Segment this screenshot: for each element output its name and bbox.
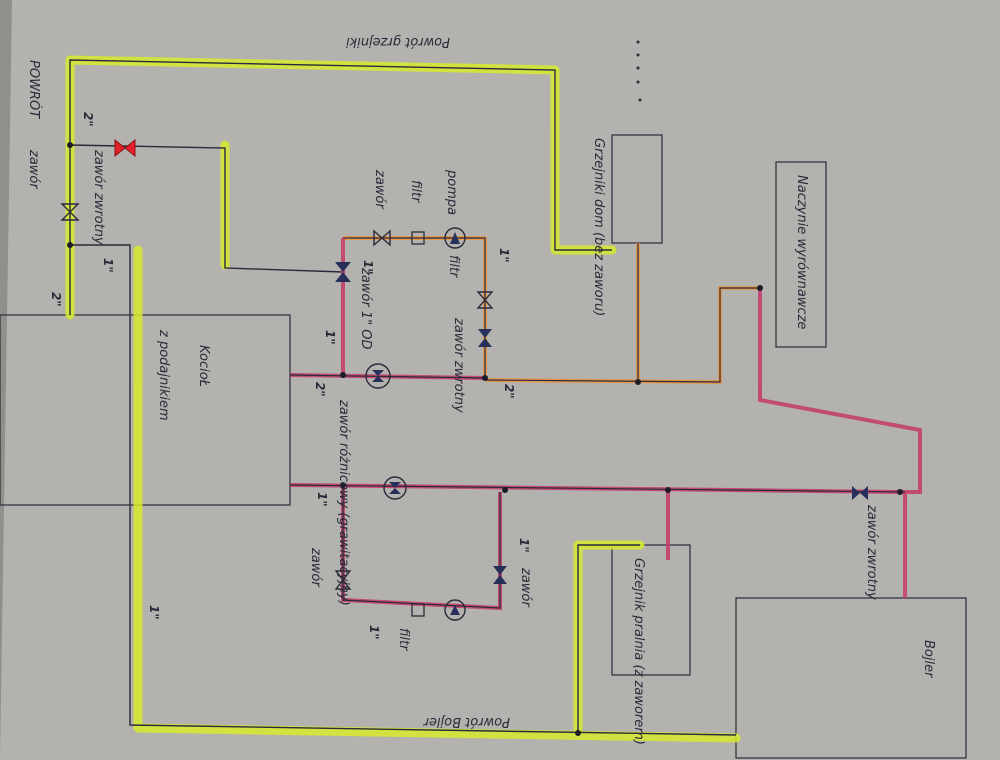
label-filtr-top: filtr [408,180,423,204]
naczynie-box [775,161,827,348]
filter-bottom-icon [411,603,425,617]
label-powrot-grzejniki: Powrót grzejniki [346,34,450,49]
dotted-marks [636,40,642,102]
size-1-long: 1" [147,605,161,620]
label-grzejnik-pralnia: Grzejnik pralnia (z zaworem) [631,558,646,745]
bojler-box [735,597,967,759]
label-pompa: pompa [444,169,459,215]
size-1-upper: 1" [497,248,511,263]
pump-bottom-icon [444,599,466,621]
size-2-top: 2" [81,112,95,127]
label-zawor-zwrotny-top: zawór zwrotny [91,149,106,245]
label-zawor-left: zawór [26,149,41,190]
label-naczynie: Naczynie wyrównawcze [794,175,809,329]
valve-bottom-mid-icon [493,566,507,584]
label-grzejniki-dom: Grzejniki dom (bez zaworu) [591,138,606,316]
label-filtr-mid: filtr [446,255,461,279]
size-1-lower-mid: 1" [517,538,531,553]
label-bojler: Bojler [921,640,936,679]
label-zawor-top: zawór [372,169,387,210]
size-2-mid-right: 2" [502,384,516,399]
label-kociol: KocioŁ [196,345,211,387]
size-1-mid: 1" [323,330,337,345]
valve-bottom-left-icon [334,570,352,590]
size-2-bottom-left: 2" [49,292,63,307]
label-powrot-bojler: Powrót Bojler [422,714,510,729]
valve-right-icon [852,486,868,500]
junctions [67,142,903,736]
valve-left-icon [60,203,80,221]
grzejnik-pralnia-box [611,544,691,676]
label-zawor-odp: zawór 1" OD [358,267,373,349]
label-zawor-bottom-mid: zawór [518,567,533,608]
size-1-lower-left: 1" [315,492,329,507]
label-zawor-bottom-left: zawór [308,547,323,588]
size-2-mid-left: 2" [313,382,327,397]
valve-red-icon [114,138,136,158]
valve-three-way-icon [335,262,351,282]
valve-top-icon [373,229,391,247]
pump-top-icon [444,227,466,249]
label-zawor-zwrotny-mid: zawór zwrotny [451,317,466,413]
label-zawor-zwrotny-right: zawór zwrotny [864,504,879,600]
size-1-bottom-left: 1" [367,625,381,640]
pump-lower-icon [383,476,407,500]
size-1-od: 1" [361,260,375,275]
label-z-podajnikiem: z podajnikiem [156,329,171,421]
filter-top-icon [411,231,425,245]
label-zawor-roznicowy: zawór różnicowy (grawitacyjny) [336,399,351,606]
label-filtr-bottom: filtr [396,628,411,652]
valve-zwrotny-icon [478,329,492,347]
label-powrot-left: POWRÓT [26,60,42,119]
kociol-box [0,314,291,506]
valve-od-icon [476,291,494,309]
size-1-left: 1" [101,258,115,273]
pump-roznicowy-icon [365,363,391,389]
